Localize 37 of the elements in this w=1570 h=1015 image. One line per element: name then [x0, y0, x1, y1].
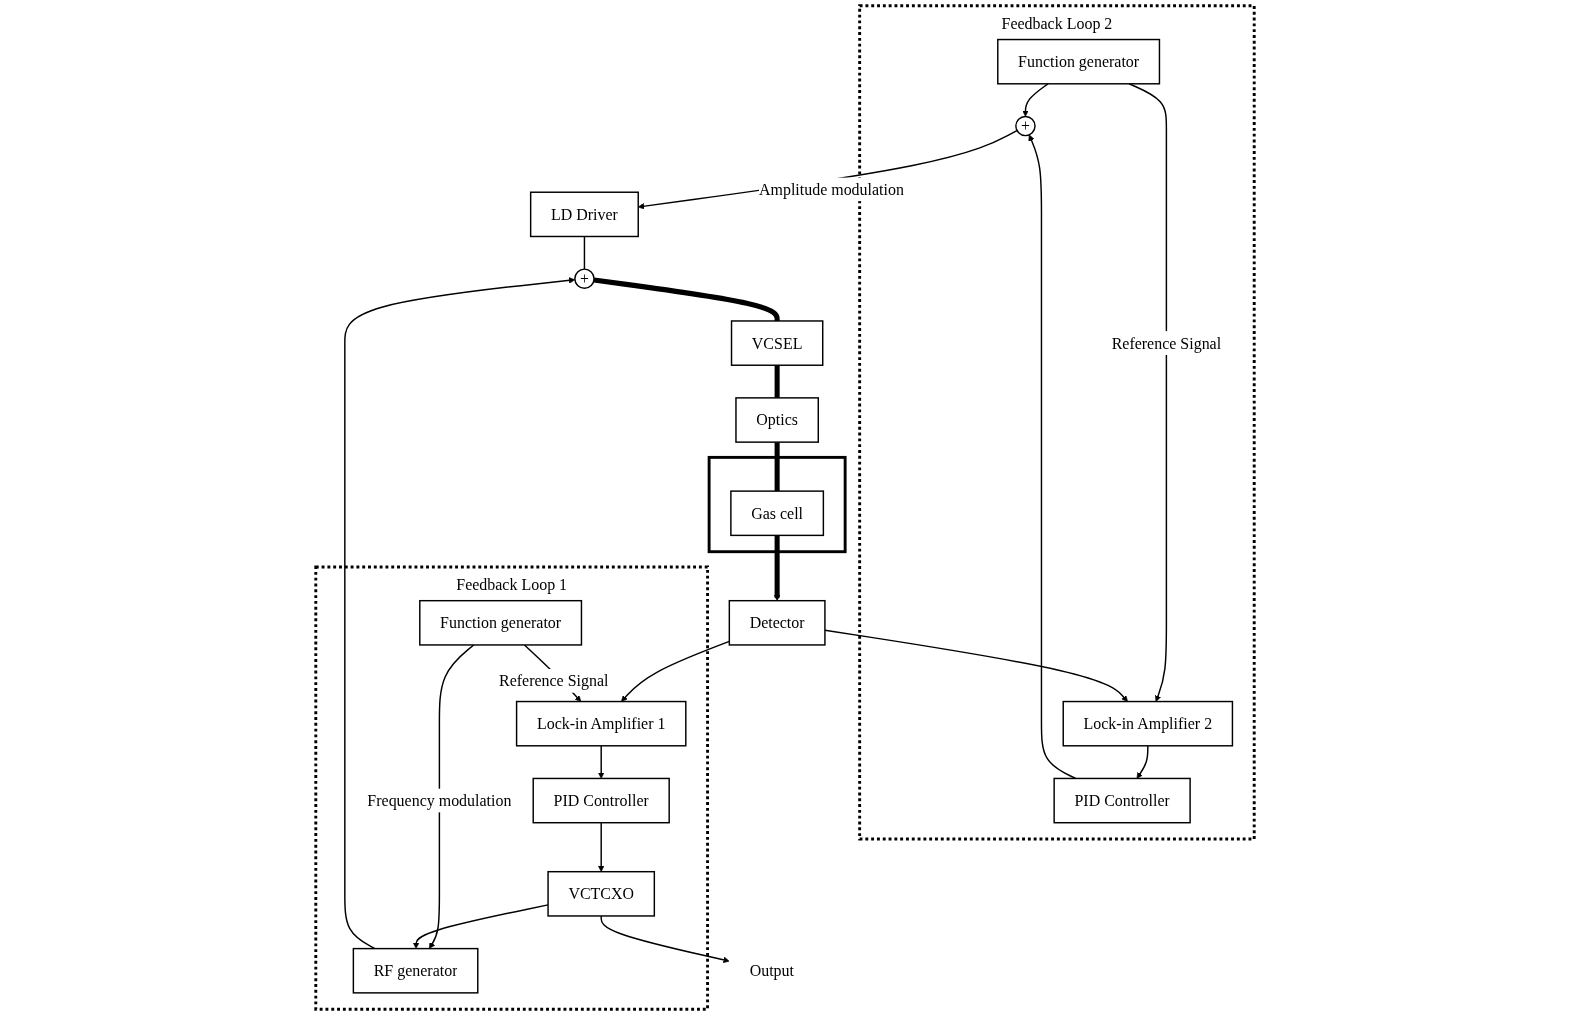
- arrow: [344, 277, 576, 950]
- node-circle: +: [1015, 115, 1036, 137]
- edge-label: Amplitude modulation: [758, 180, 904, 199]
- connector: [774, 442, 780, 492]
- arrow: [429, 644, 475, 949]
- arrow: [1022, 83, 1049, 117]
- node-box: PID Controller: [532, 777, 670, 824]
- node-box: Function generator: [997, 38, 1161, 85]
- arrow: [824, 629, 1128, 702]
- node-box: Lock-in Amplifier 1: [515, 700, 687, 747]
- arrow: [1136, 745, 1149, 779]
- node-box: Gas cell: [730, 490, 825, 537]
- node-box: Lock-in Amplifier 2: [1062, 700, 1234, 747]
- connector: [583, 235, 586, 270]
- arrow: [1128, 83, 1168, 702]
- node-box: RF generator: [352, 947, 479, 994]
- arrow: [773, 535, 781, 601]
- node-text: Output: [749, 961, 794, 980]
- arrow: [1028, 134, 1077, 780]
- node-box: Optics: [735, 397, 819, 443]
- connector: [774, 365, 780, 398]
- cluster: [707, 455, 847, 554]
- node-box: VCTCXO: [547, 870, 656, 917]
- arrow: [598, 745, 605, 779]
- edge-label: Reference Signal: [1111, 334, 1222, 353]
- connector: [593, 277, 780, 321]
- node-box: Function generator: [419, 599, 583, 646]
- arrow: [412, 904, 549, 949]
- node-box: LD Driver: [529, 191, 639, 238]
- arrow: [600, 915, 730, 963]
- node-box: VCSEL: [730, 320, 824, 366]
- node-box: Detector: [728, 599, 826, 646]
- arrow: [598, 822, 605, 872]
- edge-label: Frequency modulation: [367, 791, 512, 810]
- node-box: PID Controller: [1053, 777, 1191, 824]
- node-circle: +: [574, 268, 595, 290]
- edge-label: Reference Signal: [499, 671, 609, 690]
